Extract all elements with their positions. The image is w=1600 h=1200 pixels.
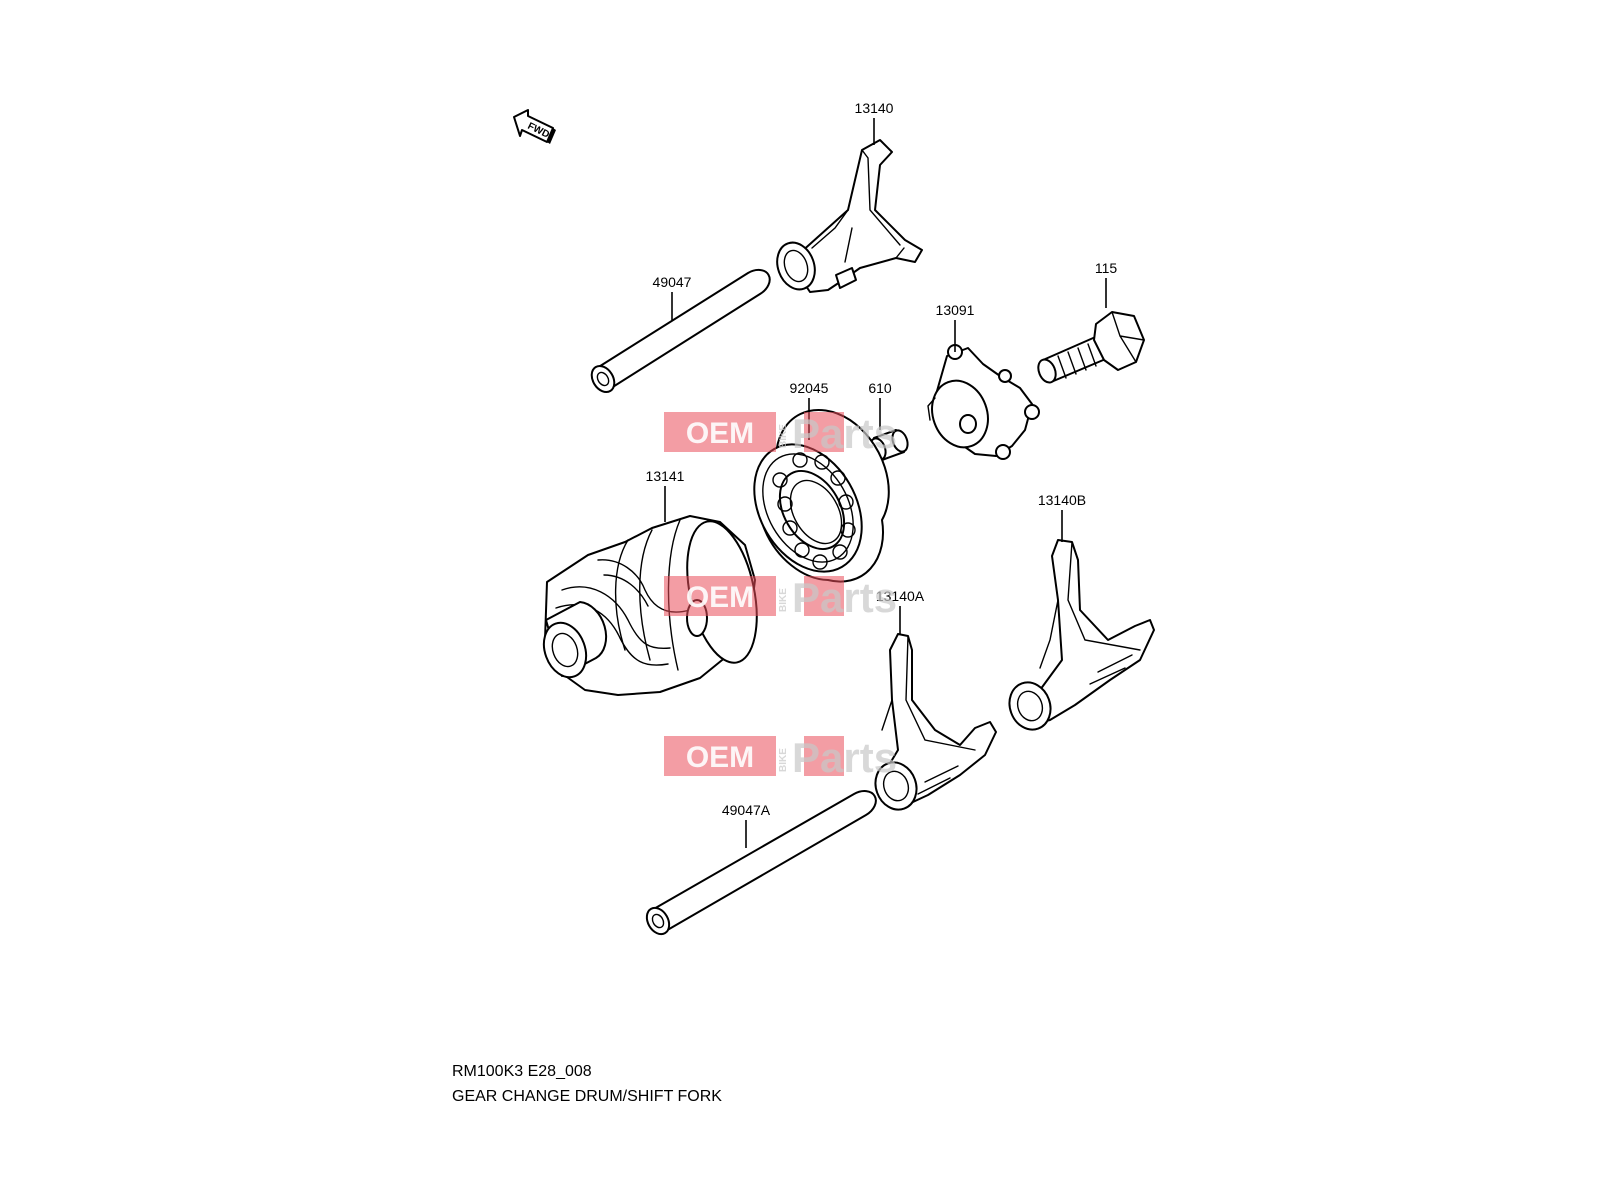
callout-115: 115 bbox=[1095, 260, 1118, 276]
shift-fork-top[interactable] bbox=[771, 139, 923, 295]
diagram-code: RM100K3 E28_008 bbox=[452, 1063, 592, 1080]
svg-text:OEM: OEM bbox=[686, 417, 754, 450]
ball-bearing[interactable] bbox=[732, 408, 890, 591]
svg-text:Parts: Parts bbox=[792, 410, 897, 457]
callout-49047a: 49047A bbox=[722, 802, 771, 818]
callout-49047: 49047 bbox=[653, 274, 692, 290]
callout-610: 610 bbox=[868, 380, 892, 396]
shift-fork-shaft-upper[interactable] bbox=[587, 268, 771, 396]
shift-fork-shaft-lower[interactable] bbox=[642, 790, 877, 938]
callout-13140a: 13140A bbox=[876, 588, 925, 604]
svg-text:OEM: OEM bbox=[686, 741, 754, 774]
svg-text:Parts: Parts bbox=[792, 574, 897, 621]
callout-13140: 13140 bbox=[855, 100, 894, 116]
svg-text:BIKE: BIKE bbox=[778, 588, 789, 612]
gear-change-drum[interactable] bbox=[537, 515, 769, 696]
watermark-top: OEM BIKE Parts bbox=[664, 410, 897, 457]
callout-13091: 13091 bbox=[936, 302, 975, 318]
callout-92045: 92045 bbox=[790, 380, 829, 396]
bolt[interactable] bbox=[1035, 311, 1145, 385]
shift-fork-right[interactable] bbox=[1003, 539, 1155, 735]
callout-labels: 13140 49047 115 13091 92045 610 13141 13… bbox=[646, 100, 1118, 818]
svg-text:OEM: OEM bbox=[686, 581, 754, 614]
diagram-title: GEAR CHANGE DRUM/SHIFT FORK bbox=[452, 1088, 722, 1105]
watermark-middle: OEM BIKE Parts bbox=[664, 574, 897, 621]
watermark-bottom: OEM BIKE Parts bbox=[664, 734, 897, 781]
svg-text:Parts: Parts bbox=[792, 734, 897, 781]
gear-shift-stopper[interactable] bbox=[923, 344, 1040, 460]
callout-13141: 13141 bbox=[646, 468, 685, 484]
shift-fork-middle[interactable] bbox=[869, 633, 997, 815]
callout-13140b: 13140B bbox=[1038, 492, 1086, 508]
svg-text:BIKE: BIKE bbox=[778, 748, 789, 772]
fwd-arrow-icon: FWD bbox=[513, 109, 556, 144]
svg-text:BIKE: BIKE bbox=[778, 424, 789, 448]
watermark-logo: OEM BIKE Parts OEM BIKE Parts OEM BIKE P… bbox=[664, 410, 897, 781]
